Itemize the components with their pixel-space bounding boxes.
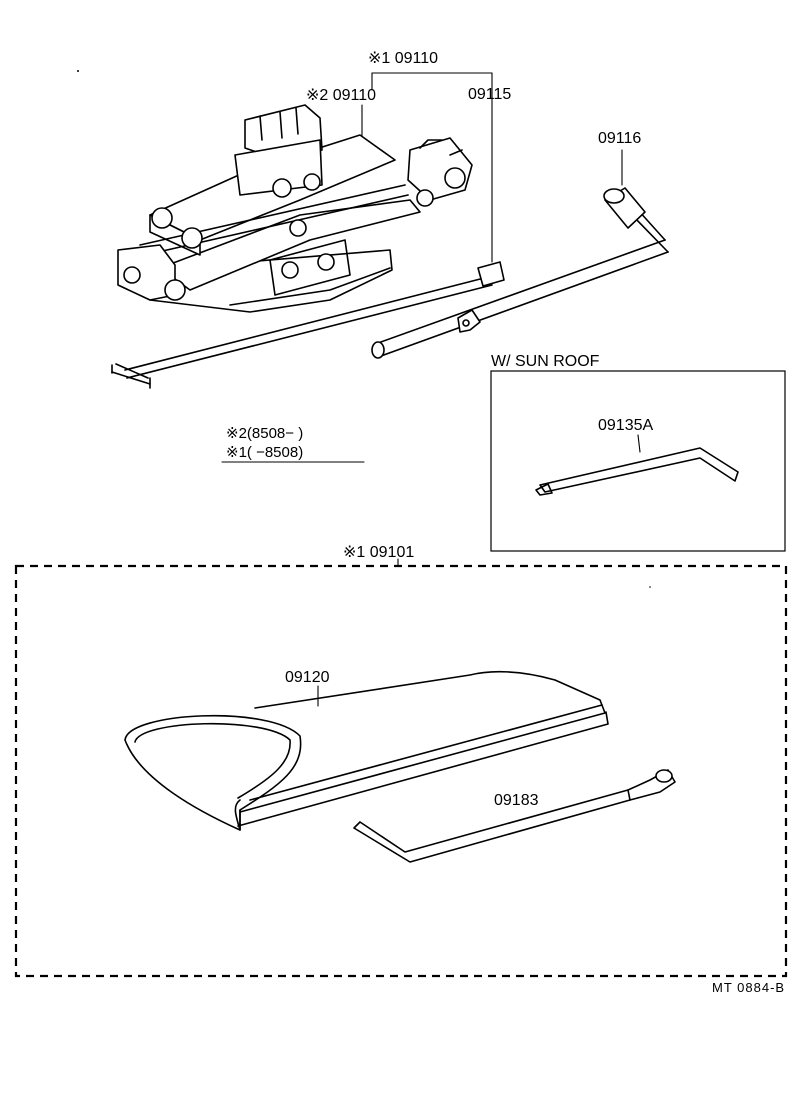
- label-09101: ※1 09101: [343, 544, 414, 561]
- label-sunroof-title: W/ SUN ROOF: [491, 353, 600, 370]
- group-bracket-09110: [361, 72, 493, 263]
- scan-dot: [649, 586, 651, 588]
- tool-bag-box-09101: [14, 558, 788, 978]
- label-09110-variant: ※2 09110: [306, 87, 376, 104]
- label-09120: 09120: [285, 669, 330, 686]
- label-09183: 09183: [494, 792, 539, 809]
- lug-wrench-09116: [371, 149, 669, 359]
- sunroof-tool-09135a: [535, 434, 739, 496]
- label-09110-group: ※1 09110: [368, 50, 438, 67]
- label-09116: 09116: [598, 130, 641, 147]
- sunroof-box: [490, 370, 786, 552]
- jack-handle-09115: [111, 261, 505, 389]
- note-variant-2: ※2(8508− ): [226, 425, 303, 442]
- note-variant-1: ※1( −8508): [226, 444, 303, 461]
- scan-dot: [77, 70, 79, 72]
- tool-09183: [353, 769, 676, 863]
- tool-bag-09120: [124, 670, 609, 831]
- label-09135a: 09135A: [598, 417, 653, 434]
- label-09115: 09115: [468, 86, 511, 103]
- jack-illustration: [117, 104, 473, 313]
- reference-code: MT 0884-B: [712, 980, 785, 995]
